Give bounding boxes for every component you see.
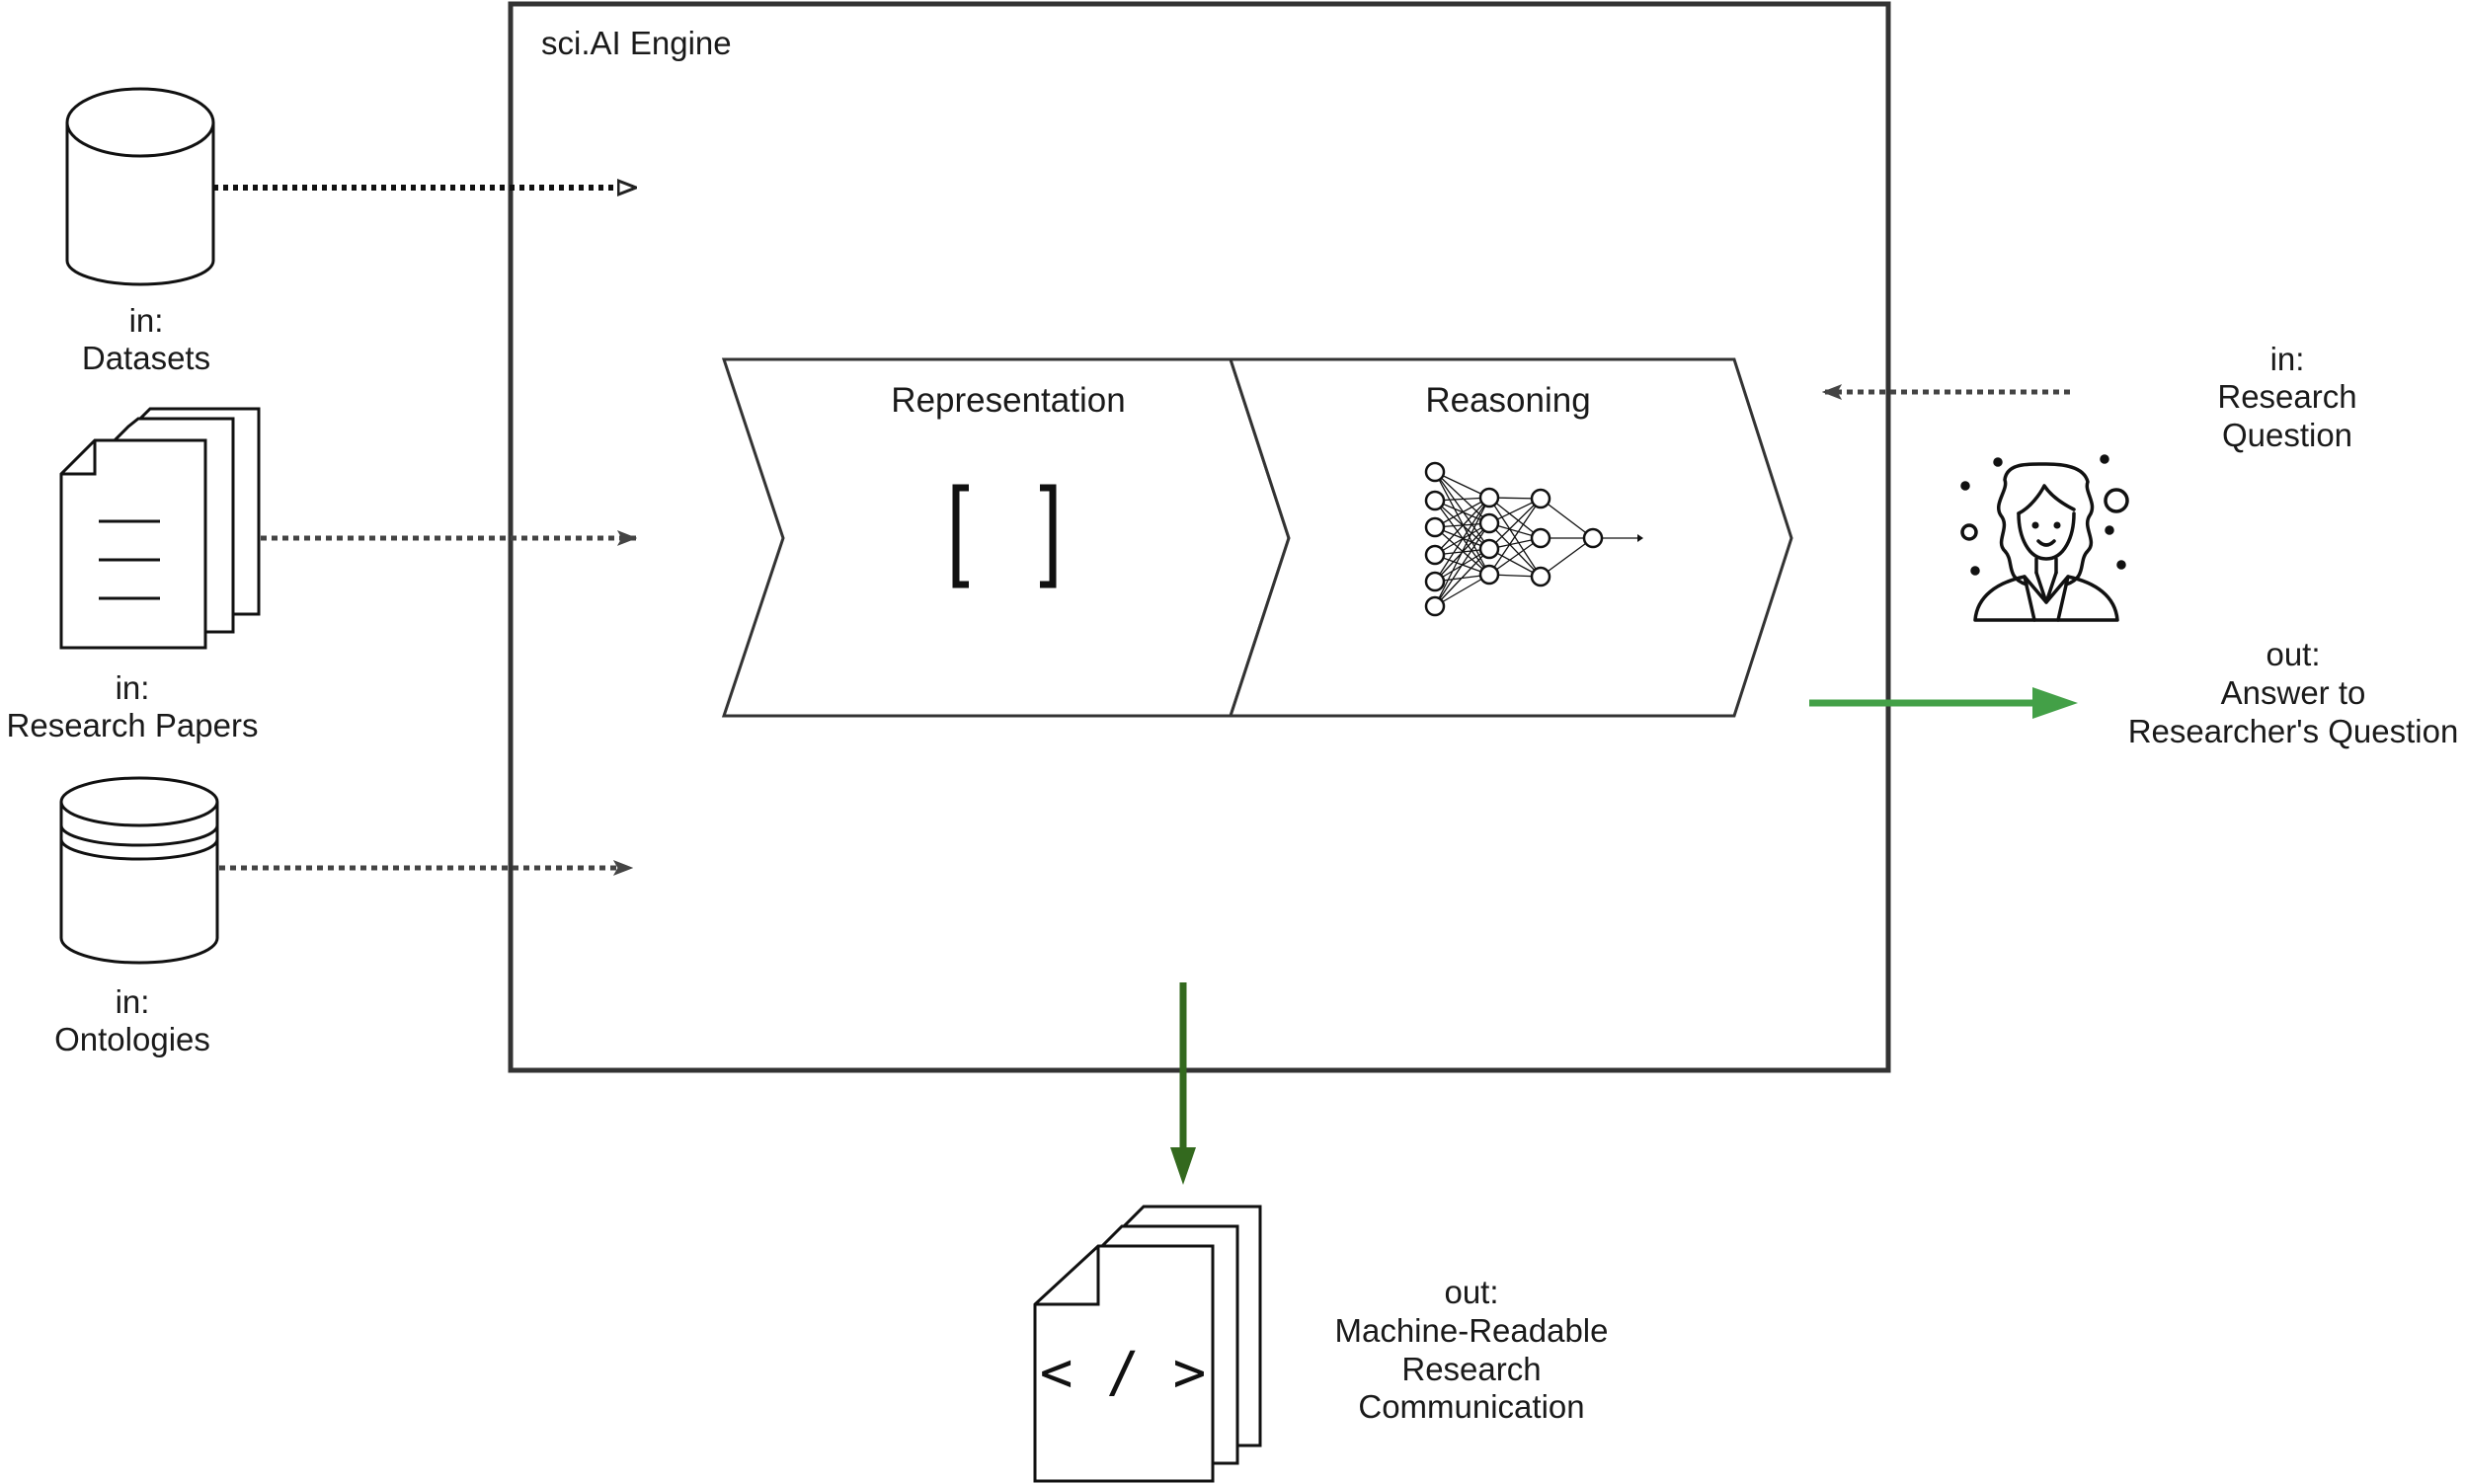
answer-label-line1: Answer to [2221,674,2366,711]
reasoning-stage [1228,357,1793,718]
answer-label-out: out: [2266,636,2320,672]
answer-arrowhead [2032,687,2078,719]
neural-network-icon [1424,461,1643,617]
question-label-in: in: [2270,341,2305,377]
papers-label: Research Papers [7,707,259,743]
researcher-avatar-icon [1960,454,2129,622]
ontologies-label: Ontologies [54,1021,210,1057]
datasets-label-in: in: [129,302,164,339]
papers-label-in: in: [116,669,150,706]
communication-label-line2: Research [1401,1351,1541,1387]
question-label-line2: Question [2222,417,2352,453]
question-label-line1: Research [2217,378,2356,415]
document-stack-icon [59,407,261,650]
communication-label-line1: Machine-Readable [1334,1312,1608,1349]
communication-label-line3: Communication [1358,1388,1584,1425]
database-cylinder-icon [65,87,215,286]
ontologies-label-in: in: [116,983,150,1020]
brackets-icon [952,484,1057,588]
communication-arrowhead [1170,1147,1196,1185]
layered-database-icon [59,776,219,965]
answer-label-line2: Researcher's Question [2128,713,2459,749]
reasoning-label: Reasoning [1425,381,1590,420]
communication-label-out: out: [1444,1274,1498,1310]
datasets-label: Datasets [82,340,210,376]
code-document-stack-icon [1033,1205,1262,1483]
code-symbol: < / > [1040,1341,1207,1405]
representation-label: Representation [891,381,1125,420]
engine-title: sci.AI Engine [541,25,732,61]
